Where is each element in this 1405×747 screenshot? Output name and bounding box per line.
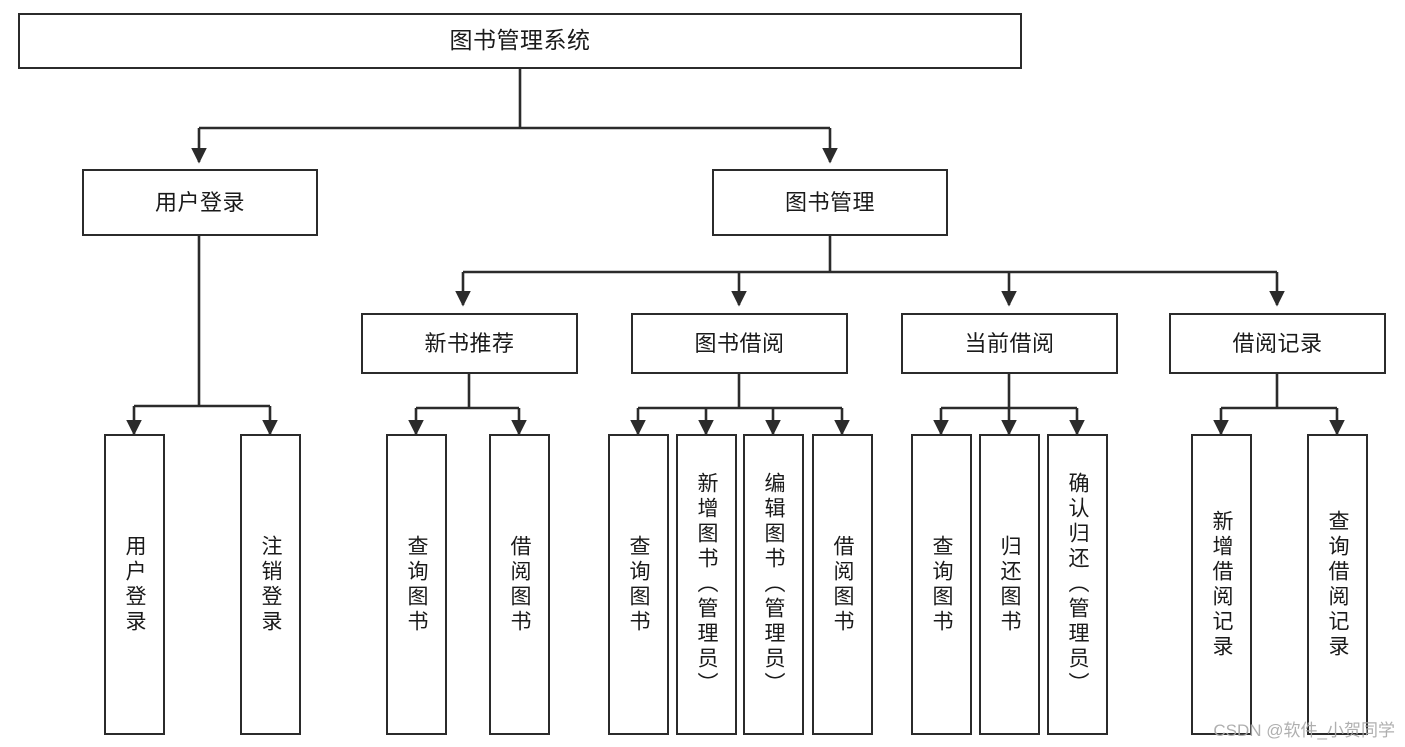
- leaf-borrow-book-2[interactable]: 借阅图书: [812, 434, 873, 735]
- node-label: 借阅图书: [508, 534, 531, 635]
- node-label: 借阅图书: [831, 534, 854, 635]
- node-label: 当前借阅: [964, 330, 1055, 356]
- node-label: 图书管理系统: [449, 27, 591, 54]
- leaf-logout-login[interactable]: 注销登录: [240, 434, 301, 735]
- node-current-borrow[interactable]: 当前借阅: [901, 313, 1118, 374]
- leaf-add-book-admin[interactable]: 新增图书（管理员）: [676, 434, 737, 735]
- leaf-query-book-2[interactable]: 查询图书: [608, 434, 669, 735]
- node-label: 借阅记录: [1232, 330, 1323, 356]
- node-root-book-management-system[interactable]: 图书管理系统: [18, 13, 1022, 69]
- leaf-confirm-return-admin[interactable]: 确认归还（管理员）: [1047, 434, 1108, 735]
- node-book-borrow[interactable]: 图书借阅: [631, 313, 848, 374]
- leaf-borrow-book-1[interactable]: 借阅图书: [489, 434, 550, 735]
- leaf-query-book-3[interactable]: 查询图书: [911, 434, 972, 735]
- node-label: 用户登录: [123, 534, 146, 635]
- leaf-query-book-1[interactable]: 查询图书: [386, 434, 447, 735]
- node-label: 查询图书: [627, 534, 650, 635]
- node-label: 编辑图书（管理员）: [762, 472, 785, 697]
- leaf-add-borrow-record[interactable]: 新增借阅记录: [1191, 434, 1252, 735]
- node-label: 查询图书: [405, 534, 428, 635]
- node-label: 注销登录: [259, 534, 282, 635]
- node-label: 查询图书: [930, 534, 953, 635]
- node-user-login[interactable]: 用户登录: [82, 169, 318, 236]
- node-book-manage[interactable]: 图书管理: [712, 169, 948, 236]
- node-label: 归还图书: [998, 534, 1021, 635]
- node-new-book-recommend[interactable]: 新书推荐: [361, 313, 578, 374]
- leaf-query-borrow-record[interactable]: 查询借阅记录: [1307, 434, 1368, 735]
- node-borrow-record[interactable]: 借阅记录: [1169, 313, 1386, 374]
- node-label: 新书推荐: [424, 330, 515, 356]
- watermark: CSDN @软件_小贺同学: [1213, 721, 1395, 740]
- node-label: 图书借阅: [694, 330, 785, 356]
- node-label: 确认归还（管理员）: [1066, 472, 1089, 697]
- node-label: 图书管理: [784, 189, 875, 215]
- node-label: 新增借阅记录: [1210, 509, 1233, 660]
- node-label: 用户登录: [154, 189, 245, 215]
- leaf-user-login[interactable]: 用户登录: [104, 434, 165, 735]
- node-label: 新增图书（管理员）: [695, 472, 718, 697]
- leaf-return-book[interactable]: 归还图书: [979, 434, 1040, 735]
- leaf-edit-book-admin[interactable]: 编辑图书（管理员）: [743, 434, 804, 735]
- node-label: 查询借阅记录: [1326, 509, 1349, 660]
